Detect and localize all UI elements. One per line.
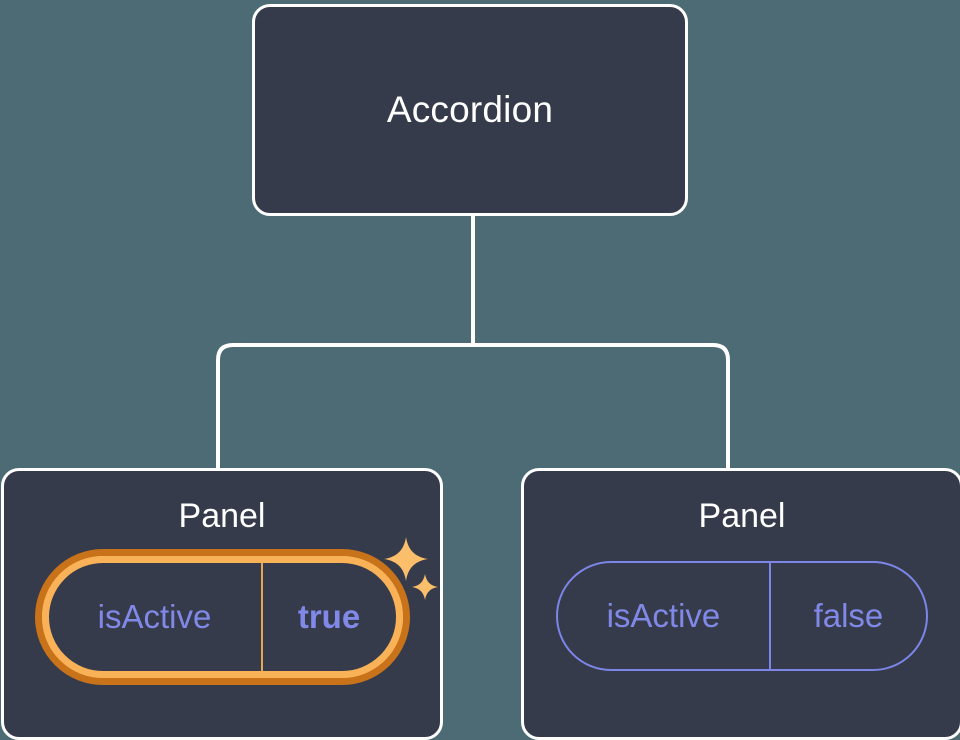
node-accordion-title: Accordion bbox=[386, 89, 554, 130]
node-panel-left-title: Panel bbox=[178, 497, 266, 535]
node-panel-right-title: Panel bbox=[698, 497, 786, 535]
prop-key-right: isActive bbox=[606, 597, 721, 634]
prop-value-right: false bbox=[768, 563, 926, 669]
prop-key-left: isActive bbox=[97, 598, 212, 635]
prop-pill-left-inner: isActive true bbox=[41, 556, 403, 678]
edge-branch-bar bbox=[216, 343, 730, 468]
node-panel-left[interactable]: Panel isActive true bbox=[1, 468, 443, 740]
prop-pill-left[interactable]: isActive true bbox=[34, 549, 410, 685]
prop-value-left: true bbox=[260, 563, 396, 671]
prop-pill-right[interactable]: isActive false bbox=[556, 561, 928, 671]
node-accordion[interactable]: Accordion bbox=[252, 4, 688, 216]
node-panel-right[interactable]: Panel isActive false bbox=[521, 468, 960, 740]
